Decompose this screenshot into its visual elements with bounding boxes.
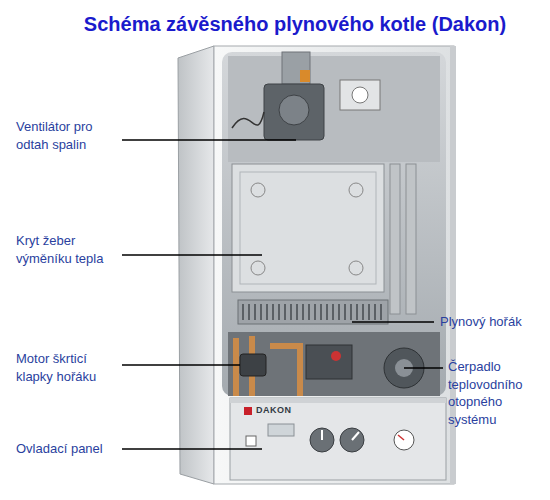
leader-line bbox=[404, 367, 443, 369]
fan-connector bbox=[300, 70, 310, 82]
gas-valve bbox=[306, 345, 352, 379]
part-label: Plynový hořák bbox=[440, 313, 546, 331]
casing-cutaway bbox=[222, 52, 446, 396]
control-dial bbox=[310, 428, 334, 452]
lower-section bbox=[228, 332, 440, 396]
copper-pipe bbox=[270, 346, 300, 396]
copper-pipe bbox=[233, 338, 239, 396]
dial-mark bbox=[321, 430, 323, 440]
cover-screw bbox=[251, 183, 265, 197]
dial-mark bbox=[352, 432, 359, 440]
burner-body bbox=[238, 300, 388, 324]
part-label: Ventilátor pro odtah spalin bbox=[16, 118, 116, 153]
fan-motor bbox=[264, 84, 324, 140]
cover-screw bbox=[349, 183, 363, 197]
leader-line bbox=[352, 321, 434, 323]
pressure-switch-cap bbox=[352, 87, 368, 103]
control-panel bbox=[230, 398, 446, 480]
power-switch bbox=[246, 436, 256, 446]
part-label: Ovladací panel bbox=[16, 440, 116, 458]
part-label: Motor škrticí klapky hořáku bbox=[16, 350, 116, 385]
flue-fan bbox=[228, 52, 440, 162]
leader-line bbox=[122, 139, 296, 141]
part-label: Kryt žeber výměníku tepla bbox=[16, 232, 116, 267]
damper-motor bbox=[240, 354, 266, 376]
leader-line bbox=[122, 448, 262, 450]
leader-line bbox=[122, 254, 262, 256]
heat-exchanger bbox=[232, 164, 416, 314]
gas-burner bbox=[238, 300, 388, 324]
exchanger-cover bbox=[232, 164, 384, 292]
diagram-title: Schéma závěsného plynového kotle (Dakon) bbox=[40, 12, 550, 36]
valve-knob bbox=[331, 351, 341, 361]
logo-mark bbox=[244, 407, 252, 415]
pressure-switch bbox=[340, 80, 380, 110]
boiler-casing bbox=[178, 46, 456, 484]
gauge-needle bbox=[398, 435, 404, 440]
panel-body bbox=[230, 398, 446, 480]
cover-screw bbox=[251, 261, 265, 275]
casing-side bbox=[178, 46, 214, 484]
panel-band bbox=[230, 398, 446, 403]
water-pipe bbox=[390, 164, 400, 314]
leader-lines bbox=[122, 140, 443, 449]
panel-display bbox=[268, 424, 294, 436]
flue-pipe bbox=[282, 52, 310, 84]
brand-logo: DAKON bbox=[256, 405, 316, 416]
leader-line bbox=[122, 364, 240, 366]
casing-front bbox=[214, 46, 454, 484]
water-pipe bbox=[406, 164, 416, 314]
burner-ramps bbox=[242, 304, 384, 320]
pressure-gauge bbox=[394, 430, 414, 450]
lower-chamber bbox=[228, 332, 440, 396]
control-dial bbox=[340, 428, 364, 452]
fan-chamber bbox=[228, 56, 440, 162]
exchanger-cover-rim bbox=[240, 172, 376, 284]
part-label: Čerpadlo teplovodního otopného systému bbox=[448, 358, 542, 428]
cover-screw bbox=[349, 261, 363, 275]
fan-rotor bbox=[279, 95, 309, 125]
wire bbox=[232, 112, 264, 128]
